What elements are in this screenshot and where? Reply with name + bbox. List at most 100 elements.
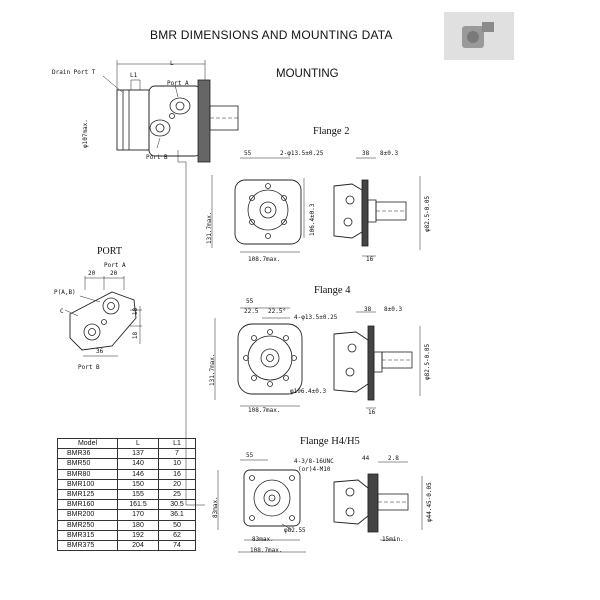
flange-4-dim-16: 16 (368, 409, 376, 416)
flange-h-holes-unc: 4-3/8-16UNC (294, 458, 334, 465)
flange-2-dim-82: φ82.5-0.05 (424, 195, 431, 232)
port-detail-a-label: Port A (104, 262, 126, 269)
flange-4-dim-22-5-deg: 22.5° (268, 308, 287, 315)
model-cell: BMR250 (57, 519, 118, 531)
flange-2-dim-108: 108.7max. (248, 256, 281, 263)
l1-cell: 36.1 (158, 509, 196, 521)
flange-4-dim-106: φ106.4±0.3 (290, 388, 327, 395)
length-label: L (170, 60, 174, 67)
mounting-heading: MOUNTING (276, 68, 339, 80)
table-header-l: L (117, 437, 159, 450)
flange-2-dim-55: 55 (244, 150, 252, 157)
l1-cell: 16 (158, 468, 196, 480)
model-cell: BMR50 (57, 458, 118, 470)
l-cell: 170 (117, 509, 159, 521)
l1-cell: 74 (158, 539, 196, 552)
port-heading: PORT (97, 246, 122, 257)
flange-h-dim-44: 44 (362, 455, 370, 462)
pressure-port-label: P(A,B) (54, 289, 76, 296)
c-label: C (60, 308, 64, 315)
flange-h-dim-82-55: φ82.55 (284, 527, 306, 534)
flange-h-dim-83-horizontal: 83max. (252, 536, 274, 543)
flange-2-dim-16: 16 (366, 256, 374, 263)
motor-photo-icon (444, 12, 514, 60)
flange-h-dim-83-vertical: 83max. (212, 496, 219, 518)
l-cell: 204 (117, 539, 159, 552)
flange-h-label: Flange H4/H5 (300, 436, 360, 447)
l-cell: 150 (117, 478, 159, 490)
model-cell: BMR375 (57, 539, 118, 552)
table-header-l1: L1 (158, 437, 196, 450)
drain-port-label: Drain Port T (52, 69, 96, 76)
flange-2-dim-131: 131.7max. (206, 211, 213, 244)
model-cell: BMR125 (57, 488, 118, 501)
flange-4-dim-55: 55 (246, 298, 254, 305)
model-cell: BMR80 (57, 468, 118, 480)
flange-2-dim-106: 106.4±0.3 (309, 203, 316, 236)
l1-cell: 62 (158, 529, 196, 541)
flange-2-dim-8: 8±0.3 (380, 150, 399, 157)
flange-4-dim-82: φ82.5-0.05 (424, 343, 431, 380)
product-photo-thumbnail (444, 12, 514, 60)
flange-4-dim-38: 38 (364, 306, 372, 313)
l-cell: 137 (117, 448, 159, 460)
flange-4-label: Flange 4 (314, 285, 351, 296)
model-cell: BMR100 (57, 478, 118, 490)
model-cell: BMR200 (57, 509, 118, 521)
model-cell: BMR36 (57, 448, 118, 460)
flange-h-dim-15: 15min. (382, 536, 404, 543)
l1-label: L1 (130, 72, 138, 79)
flange-h-dim-55: 55 (246, 452, 254, 459)
l1-cell: 20 (158, 478, 196, 490)
flange-h-holes-metric: (or)4-M10 (298, 466, 331, 473)
l1-cell: 7 (158, 448, 196, 460)
dim-36: 36 (96, 348, 104, 355)
flange-4-views (214, 307, 421, 409)
page-title: BMR DIMENSIONS AND MOUNTING DATA (150, 28, 393, 42)
table-header-model: Model (57, 437, 118, 450)
flange-4-dim-108: 108.7max. (248, 407, 281, 414)
l-cell: 140 (117, 458, 159, 470)
l1-cell: 10 (158, 458, 196, 470)
flange-4-dim-131: 131.7max. (209, 353, 216, 386)
l1-cell: 50 (158, 519, 196, 531)
port-detail-b-label: Port B (78, 364, 100, 371)
dim-20-left: 20 (88, 270, 96, 277)
dim-18-bottom: 18 (132, 331, 140, 340)
flange-h4-h5-views (217, 459, 423, 553)
flange-h-dim-44-45: φ44.45-0.05 (426, 482, 433, 522)
l-cell: 161.5 (117, 499, 159, 511)
l-cell: 146 (117, 468, 159, 480)
l-cell: 180 (117, 519, 159, 531)
flange-4-holes: 4-φ13.5±0.25 (294, 314, 338, 321)
table-header-row: Model L L1 (57, 437, 196, 450)
flange-h-dim-2-8: 2.8 (388, 455, 399, 462)
flange-2-holes: 2-φ13.5±0.25 (280, 150, 324, 157)
port-detail-view (64, 276, 142, 357)
model-cell: BMR160 (57, 499, 118, 511)
port-a-label: Port A (167, 80, 189, 87)
model-cell: BMR315 (57, 529, 118, 541)
flange-2-dim-38: 38 (362, 150, 370, 157)
l1-cell: 25 (158, 488, 196, 501)
l-cell: 192 (117, 529, 159, 541)
dim-18-top: 18 (132, 307, 140, 316)
l1-cell: 30.5 (158, 499, 196, 511)
flange-4-dim-8: 8±0.3 (384, 306, 403, 313)
port-b-label: Port B (146, 154, 168, 161)
flange-h-dim-108: 108.7max. (250, 547, 283, 554)
flange-4-dim-22-5: 22.5 (244, 308, 259, 315)
diameter-label: φ107max. (82, 119, 89, 148)
l-cell: 155 (117, 488, 159, 501)
